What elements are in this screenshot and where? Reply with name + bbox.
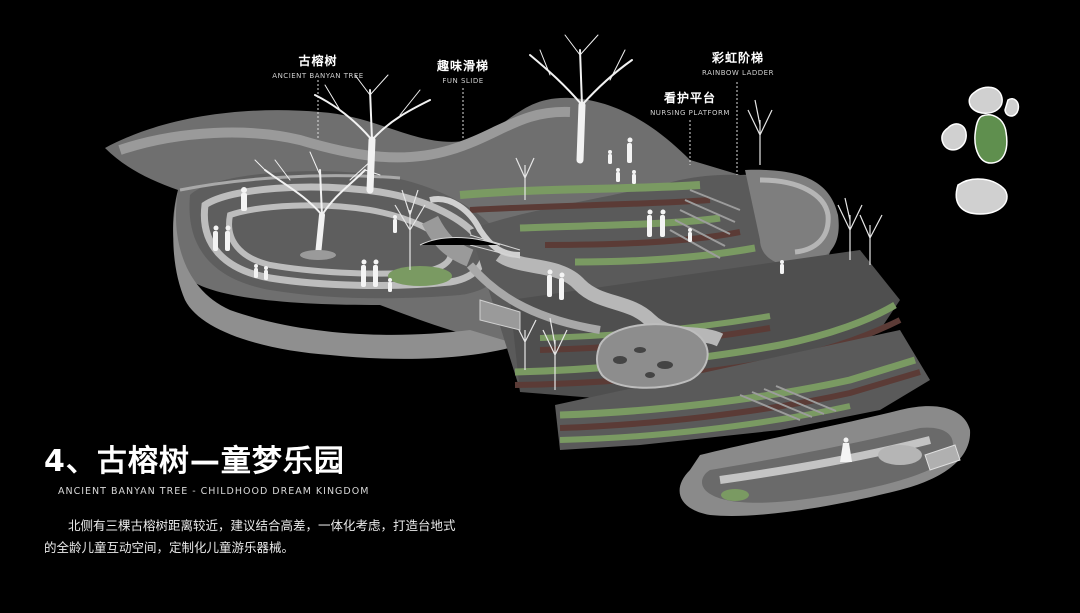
key-map-highlight — [974, 114, 1008, 164]
stairs — [669, 189, 741, 259]
label-fun-slide-en: FUN SLIDE — [442, 77, 484, 85]
lawn-patch — [388, 266, 452, 286]
banyan-tree-right — [529, 34, 633, 164]
label-nursing-platform-cn: 看护平台 — [663, 91, 716, 105]
callout-leaders — [317, 80, 738, 175]
label-ancient-banyan-en: ANCIENT BANYAN TREE — [272, 72, 364, 80]
section-subtitle: ANCIENT BANYAN TREE - CHILDHOOD DREAM KI… — [58, 486, 370, 497]
label-rainbow-ladder: 彩虹阶梯 RAINBOW LADDER — [694, 49, 782, 77]
section-title: 4、古榕树—童梦乐园 — [44, 444, 345, 479]
label-fun-slide: 趣味滑梯 FUN SLIDE — [420, 57, 506, 85]
section-description: 北侧有三棵古榕树距离较近，建议结合高差，一体化考虑，打造台地式的全龄儿童互动空间… — [44, 518, 456, 555]
play-pod — [595, 323, 709, 389]
small-trees — [394, 99, 883, 390]
key-map — [941, 86, 1020, 215]
bottom-plaza — [679, 406, 971, 516]
label-ancient-banyan: 古榕树 ANCIENT BANYAN TREE — [262, 52, 374, 80]
label-rainbow-ladder-en: RAINBOW LADDER — [702, 69, 774, 77]
label-rainbow-ladder-cn: 彩虹阶梯 — [711, 51, 764, 65]
banyan-tree-left — [254, 151, 381, 260]
railings — [419, 234, 961, 471]
people-silhouettes — [213, 137, 852, 462]
label-nursing-platform: 看护平台 NURSING PLATFORM — [640, 89, 740, 117]
label-ancient-banyan-cn: 古榕树 — [298, 54, 338, 68]
label-nursing-platform-en: NURSING PLATFORM — [650, 109, 730, 117]
banyan-tree-center — [314, 74, 431, 194]
label-fun-slide-cn: 趣味滑梯 — [436, 59, 489, 73]
